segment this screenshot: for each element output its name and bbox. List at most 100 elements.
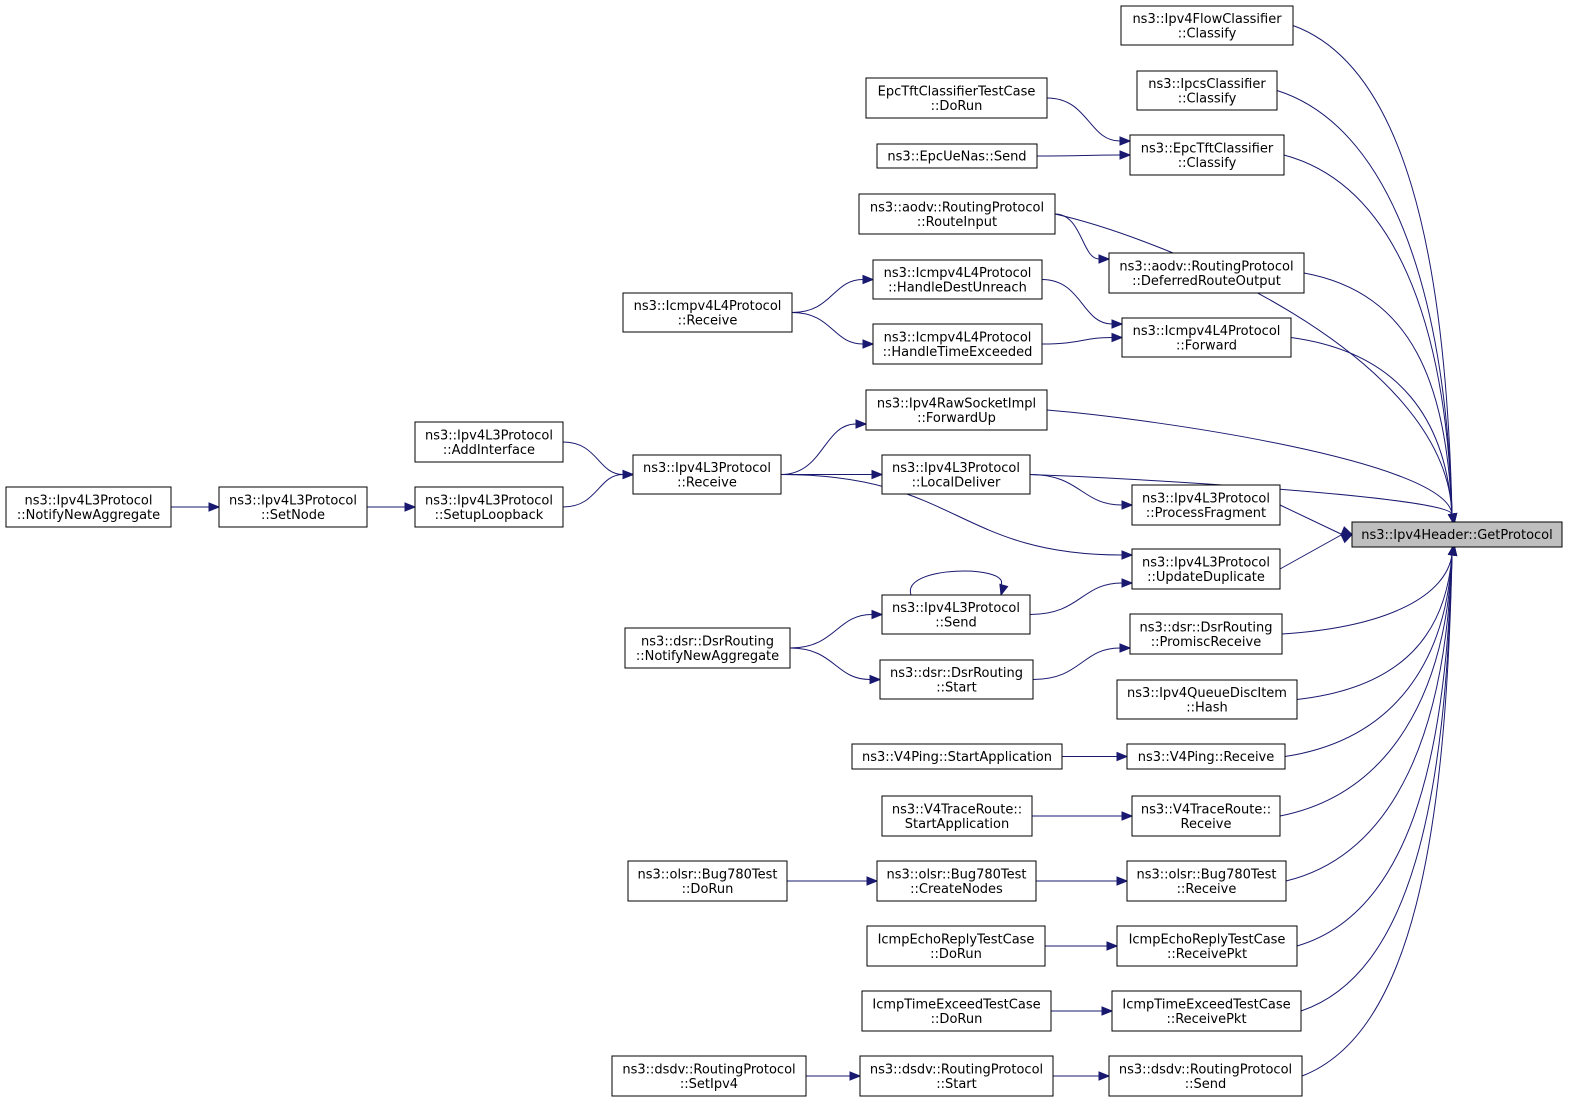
node-label: StartApplication	[905, 817, 1009, 832]
edge-line	[780, 423, 857, 475]
node-ns3-icmpv4l4protocol-receive[interactable]: ns3::Icmpv4L4Protocol::Receive	[622, 292, 793, 333]
node-ns3-dsdv-routingprotocol-setipv4[interactable]: ns3::dsdv::RoutingProtocol::SetIpv4	[611, 1055, 807, 1097]
node-box	[1351, 521, 1563, 548]
node-label: IcmpEchoReplyTestCase	[1129, 932, 1286, 947]
node-ns3-ipv4l3protocol-addinterface[interactable]: ns3::Ipv4L3Protocol::AddInterface	[414, 421, 564, 463]
edge-n-icmptime-to-n-icmpfwd	[1041, 332, 1124, 345]
node-icmptimeexceedtestcase-receivepkt[interactable]: IcmpTimeExceedTestCase::ReceivePkt	[1111, 990, 1302, 1032]
node-ns3-aodv-routingprotocol-routeinput[interactable]: ns3::aodv::RoutingProtocol::RouteInput	[858, 193, 1056, 235]
node-label: ::Send	[935, 615, 977, 630]
node-ns3-ipv4l3protocol-processfragment[interactable]: ns3::Ipv4L3Protocol::ProcessFragment	[1131, 484, 1281, 526]
node-ns3-ipv4l3protocol-localdeliver[interactable]: ns3::Ipv4L3Protocol::LocalDeliver	[881, 454, 1031, 495]
edge-n-qdhash-to-root	[1296, 543, 1458, 700]
edge-line	[1279, 534, 1343, 570]
edge-arrowhead	[871, 469, 884, 480]
node-ns3-ipv4rawsocketimpl-forwardup[interactable]: ns3::Ipv4RawSocketImpl::ForwardUp	[865, 389, 1048, 431]
edge-line	[1296, 554, 1453, 947]
node-ns3-ipv4flowclassifier-classify[interactable]: ns3::Ipv4FlowClassifier::Classify	[1120, 5, 1294, 46]
edge-n-setnode-to-n-setuplo	[366, 502, 417, 512]
node-label: ::ReceivePkt	[1166, 1012, 1246, 1027]
edge-line	[562, 474, 624, 508]
node-icmpechoreplytestcase-dorun[interactable]: IcmpEchoReplyTestCase::DoRun	[866, 925, 1046, 967]
edge-line	[1029, 474, 1123, 506]
node-ns3-ipv4l3protocol-updateduplicate[interactable]: ns3::Ipv4L3Protocol::UpdateDuplicate	[1131, 548, 1281, 590]
edge-line	[1300, 554, 1453, 1012]
node-label: ::ForwardUp	[917, 411, 996, 426]
edge-arrowhead	[849, 1071, 862, 1081]
node-label: ns3::Ipv4L3Protocol	[1142, 491, 1270, 506]
node-box	[881, 594, 1031, 635]
node-ns3-ipv4l3protocol-receive[interactable]: ns3::Ipv4L3Protocol::Receive	[632, 454, 782, 495]
node-box	[611, 1055, 807, 1097]
node-box	[1129, 613, 1283, 655]
node-ns3-ipv4l3protocol-setnode[interactable]: ns3::Ipv4L3Protocol::SetNode	[218, 486, 368, 528]
edge-arrowhead	[1447, 512, 1458, 526]
node-ns3-icmpv4l4protocol-handledestunreach[interactable]: ns3::Icmpv4L4Protocol::HandleDestUnreach	[872, 259, 1043, 300]
node-ns3-v4traceroute-startapplication[interactable]: ns3::V4TraceRoute::StartApplication	[881, 795, 1033, 837]
edge-line	[562, 441, 624, 475]
edge-n-localdel-to-n-procfrag	[1029, 474, 1134, 510]
node-icmptimeexceedtestcase-dorun[interactable]: IcmpTimeExceedTestCase::DoRun	[861, 990, 1052, 1032]
node-ns3-ipcsclassifier-classify[interactable]: ns3::IpcsClassifier::Classify	[1136, 70, 1278, 111]
node-epctftclassifiertestcase-dorun[interactable]: EpcTftClassifierTestCase::DoRun	[865, 77, 1048, 119]
edge-line	[1046, 97, 1121, 142]
node-ns3-ipv4queuediscitem-hash[interactable]: ns3::Ipv4QueueDiscItem::Hash	[1116, 679, 1298, 720]
node-label: ::DoRun	[930, 947, 982, 962]
node-ns3-dsr-dsrrouting-start[interactable]: ns3::dsr::DsrRouting::Start	[879, 659, 1034, 700]
node-ns3-epcuenas-send[interactable]: ns3::EpcUeNas::Send	[876, 143, 1038, 169]
node-ns3-dsdv-routingprotocol-start[interactable]: ns3::dsdv::RoutingProtocol::Start	[859, 1055, 1054, 1097]
edge-n-dsrpromisc-to-root	[1281, 543, 1458, 635]
node-ns3-v4traceroute-receive[interactable]: ns3::V4TraceRoute::Receive	[1131, 795, 1281, 837]
node-label: ns3::Ipv4L3Protocol	[25, 493, 153, 508]
edge-arrowhead	[1106, 941, 1119, 951]
node-ns3-olsr-bug780test-dorun[interactable]: ns3::olsr::Bug780Test::DoRun	[627, 860, 788, 902]
node-ns3-v4ping-receive[interactable]: ns3::V4Ping::Receive	[1126, 743, 1286, 770]
node-box	[859, 1055, 1054, 1097]
node-label: ::Hash	[1186, 700, 1228, 715]
node-ns3-v4ping-startapplication[interactable]: ns3::V4Ping::StartApplication	[851, 743, 1063, 770]
node-label: ns3::dsr::DsrRouting	[641, 634, 774, 649]
edge-arrowhead	[1121, 811, 1134, 821]
edge-line	[1041, 337, 1113, 345]
node-ns3-dsr-dsrrouting-notifynewaggregate[interactable]: ns3::dsr::DsrRouting::NotifyNewAggregate	[624, 627, 791, 669]
node-ns3-aodv-routingprotocol-deferredrouteoutput[interactable]: ns3::aodv::RoutingProtocol::DeferredRout…	[1108, 252, 1305, 294]
node-label: ns3::Icmpv4L4Protocol	[884, 266, 1032, 281]
node-label: ns3::olsr::Bug780Test	[1136, 867, 1276, 882]
node-ns3-dsr-dsrrouting-promiscreceive[interactable]: ns3::dsr::DsrRouting::PromiscReceive	[1129, 613, 1283, 655]
edge-line	[1301, 554, 1453, 1077]
edge-n-dsrstart-to-n-dsrpromisc	[1032, 643, 1132, 680]
node-ns3-olsr-bug780test-receive[interactable]: ns3::olsr::Bug780Test::Receive	[1126, 860, 1287, 902]
node-ns3-ipv4l3protocol-setuploopback[interactable]: ns3::Ipv4L3Protocol::SetupLoopback	[414, 486, 564, 528]
node-label: ::HandleTimeExceeded	[883, 345, 1033, 360]
node-ns3-ipv4l3protocol-send[interactable]: ns3::Ipv4L3Protocol::Send	[881, 594, 1031, 635]
edge-arrowhead	[999, 583, 1009, 597]
node-label: ns3::Ipv4Header::GetProtocol	[1361, 528, 1553, 543]
node-ns3-icmpv4l4protocol-forward[interactable]: ns3::Icmpv4L4Protocol::Forward	[1121, 317, 1292, 358]
node-box	[1131, 795, 1281, 837]
edge-n-timedorun-to-n-timerecv	[1050, 1006, 1114, 1016]
node-ns3-olsr-bug780test-createnodes[interactable]: ns3::olsr::Bug780Test::CreateNodes	[876, 860, 1037, 902]
node-icmpechoreplytestcase-receivepkt[interactable]: IcmpEchoReplyTestCase::ReceivePkt	[1116, 925, 1298, 967]
edge-n-l3recv-to-n-updup	[780, 474, 1134, 560]
node-label: ::Start	[936, 680, 977, 695]
edge-line	[1279, 504, 1343, 535]
edge-line	[789, 647, 871, 680]
node-label: ::LocalDeliver	[912, 475, 1001, 490]
node-box	[414, 421, 564, 463]
node-label: EpcTftClassifierTestCase	[878, 84, 1036, 99]
node-label: ::DoRun	[931, 1012, 983, 1027]
node-label: ::Classify	[1178, 91, 1237, 106]
node-box	[1126, 860, 1287, 902]
node-ns3-epctftclassifier-classify[interactable]: ns3::EpcTftClassifier::Classify	[1129, 134, 1285, 176]
node-ns3-ipv4l3protocol-notifynewaggregate[interactable]: ns3::Ipv4L3Protocol::NotifyNewAggregate	[5, 486, 172, 528]
node-ns3-icmpv4l4protocol-handletimeexceeded[interactable]: ns3::Icmpv4L4Protocol::HandleTimeExceede…	[872, 323, 1043, 365]
node-ns3-dsdv-routingprotocol-send[interactable]: ns3::dsdv::RoutingProtocol::Send	[1108, 1055, 1303, 1097]
node-label: ns3::dsdv::RoutingProtocol	[870, 1062, 1043, 1077]
edge-arrowhead	[622, 469, 635, 480]
edge-n-timerecv-to-root	[1300, 543, 1458, 1012]
node-ns3-ipv4header-getprotocol[interactable]: ns3::Ipv4Header::GetProtocol	[1351, 521, 1563, 548]
edge-n-v4pingstart-to-n-v4pingrecv	[1061, 751, 1129, 762]
edge-arrowhead	[1116, 876, 1129, 886]
node-label: ::PromiscReceive	[1151, 635, 1261, 650]
edge-line	[1281, 554, 1453, 635]
